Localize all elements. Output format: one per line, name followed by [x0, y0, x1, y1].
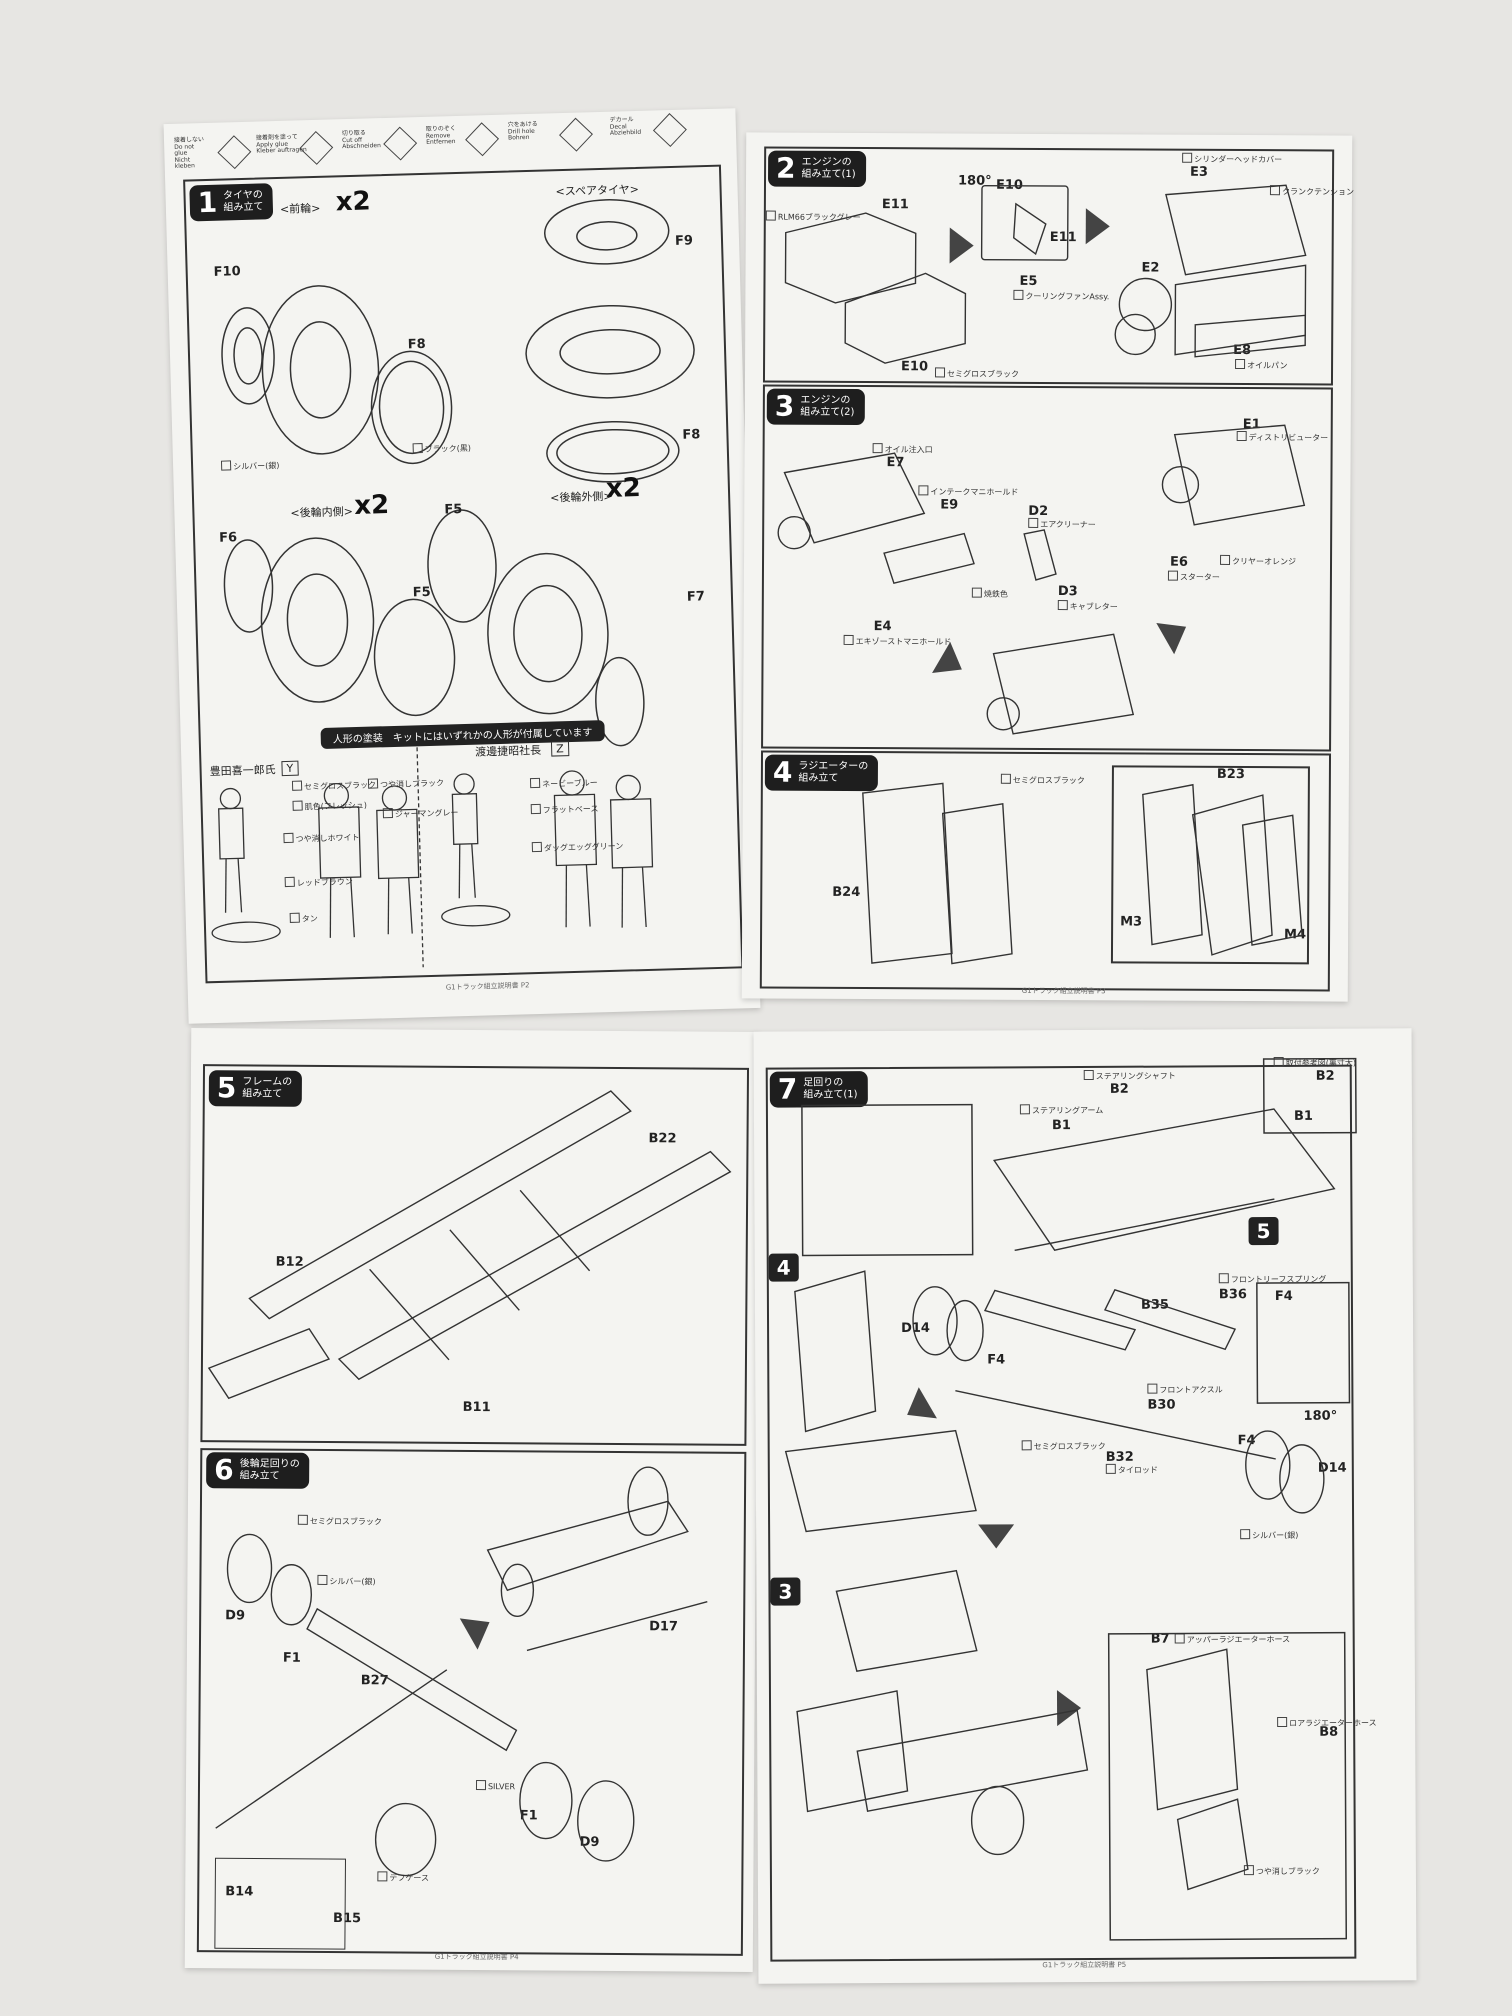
instruction-page-4: 5 フレームの 組み立て B22 B12 B11 6 後輪足回りの 組み立て D… [184, 1028, 760, 1972]
page-footer: G1トラック組立説明書 P4 [434, 1952, 519, 1962]
engine-drawings-step2 [742, 132, 1353, 1001]
figure-drawings [164, 108, 761, 1024]
radiator-drawings [742, 132, 1353, 1001]
chassis-drawings [754, 1028, 1417, 1983]
page-footer: G1トラック組立説明書 P5 [1042, 1960, 1127, 1970]
instruction-page-5: 7 足回りの 組み立て(1) B2 B1 B2 B1 D14 F4 B35 B3… [753, 1028, 1417, 1984]
frame-drawing [185, 1028, 760, 1972]
instruction-page-3: 2 エンジンの 組み立て(1) E11 E10 E10 E11 E5 E3 E2… [741, 132, 1354, 1002]
engine-drawings-step3 [742, 132, 1353, 1001]
instruction-page-2: 接着しない Do not glue Nicht kleben 接着剤を塗って A… [163, 108, 761, 1024]
tire-drawings [164, 108, 761, 1024]
rear-axle-drawings [185, 1028, 760, 1972]
page-footer: G1トラック組立説明書 P3 [1021, 986, 1106, 996]
